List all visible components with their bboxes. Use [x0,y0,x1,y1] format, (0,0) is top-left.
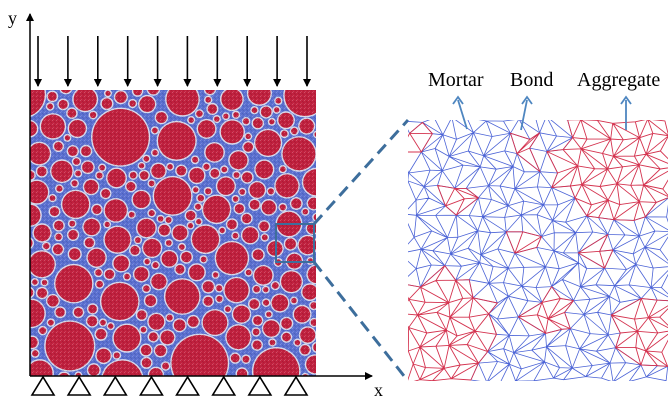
zoom-region-box [275,223,315,263]
support-triangle [283,375,309,396]
mortar-pointer [457,99,468,130]
applied-load-arrows [34,36,311,87]
mortar-pointer-head [452,95,464,105]
concrete-specimen [30,90,316,376]
material-labels: Mortar Bond Aggregate [428,69,660,131]
aggregate-mesh [408,120,668,381]
zoom-line-bottom [312,261,410,382]
aggregate-pointer-head [620,95,632,105]
mortar-label: Mortar [428,69,484,91]
aggregate-label: Aggregate [577,69,660,91]
mortar-texture [30,90,316,376]
support-triangle [102,375,128,396]
support-triangle [211,375,237,396]
boundary-supports [30,375,309,396]
zoom-indicator [275,118,410,382]
bond-label: Bond [510,69,553,91]
zoomed-mesh-view [408,120,668,381]
support-triangle [175,375,200,396]
support-triangle [247,375,273,396]
x-axis-label: x [374,380,383,400]
y-axis-label: y [8,8,17,28]
zoom-line-top [312,118,410,226]
support-triangle [66,375,92,396]
coordinate-axes: y x [8,8,383,400]
bond-pointer [520,99,528,131]
support-triangle [139,375,164,396]
support-triangle [30,375,56,396]
bond-pointer-head [521,95,533,105]
